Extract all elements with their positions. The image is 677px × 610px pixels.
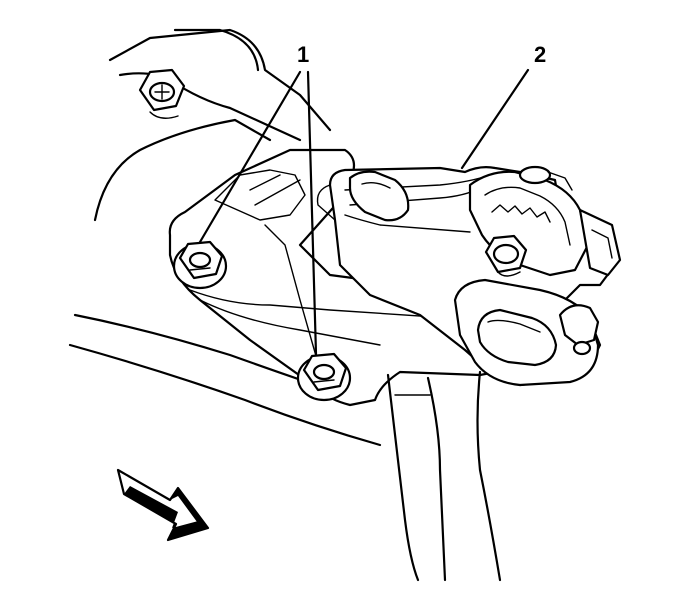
callout-1: 1 [297, 42, 309, 67]
frame-panel [68, 28, 382, 447]
bolt-upper [172, 240, 228, 290]
bolt-lower [296, 352, 352, 402]
forward-arrow-icon [116, 468, 210, 542]
leader-lines [198, 68, 530, 356]
support-post [386, 370, 502, 582]
frame-nut [138, 68, 186, 119]
callout-2: 2 [534, 42, 546, 67]
mount-assembly [316, 165, 622, 387]
